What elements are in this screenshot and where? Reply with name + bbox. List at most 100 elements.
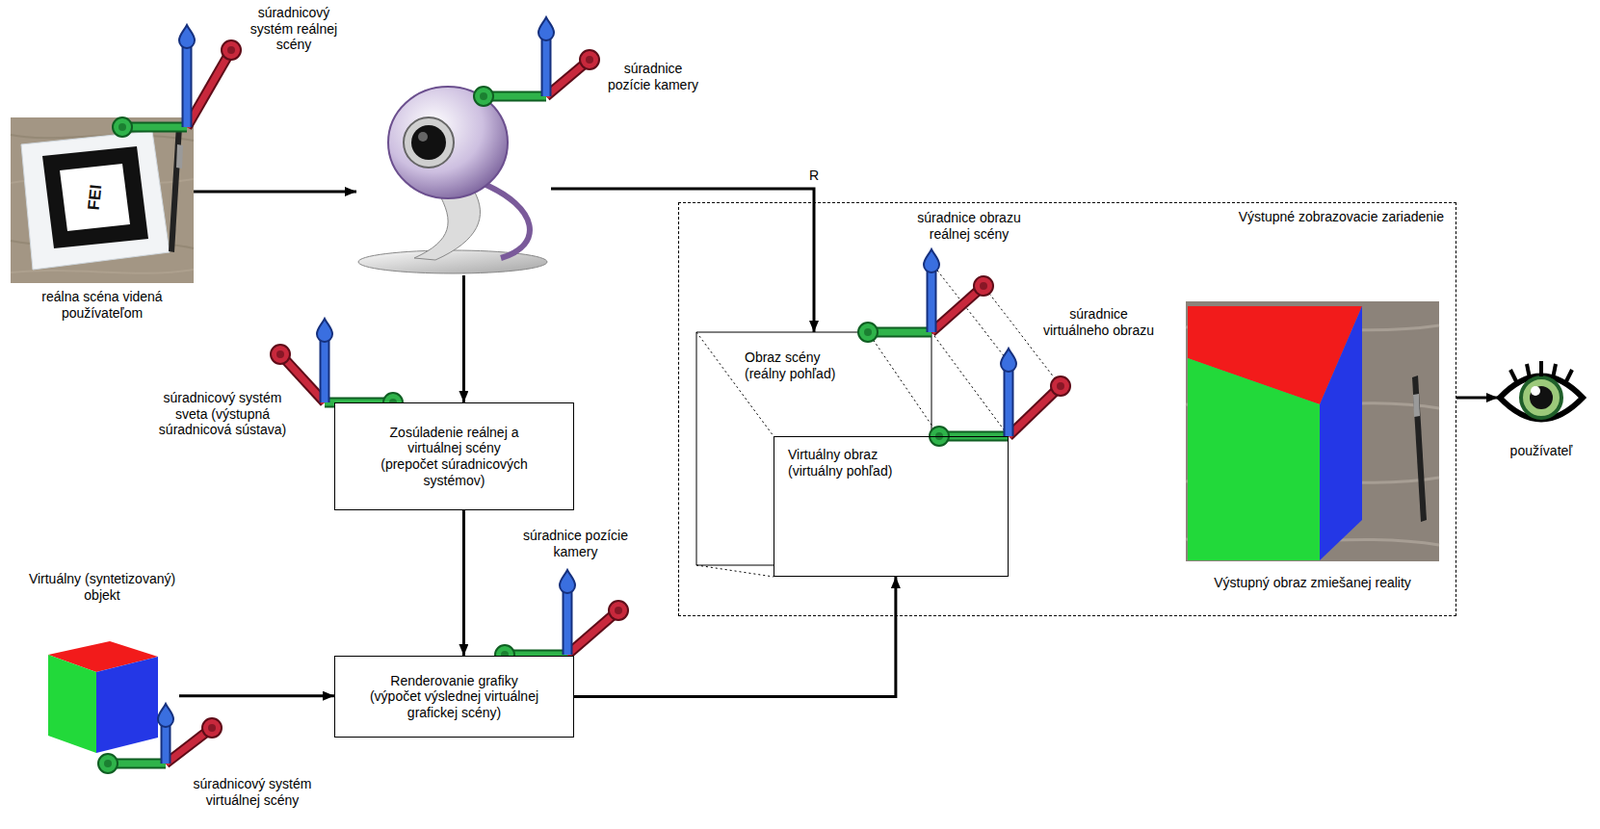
connector-arrow [550,188,814,333]
axis-head [276,350,285,359]
axis-shaft [1008,392,1055,437]
coordinate-axes [112,25,241,137]
axis-shaft [319,338,331,403]
eye-icon [1526,364,1530,379]
coordinate-axes [929,348,1071,446]
scene-photo-image [10,117,194,284]
axis-shaft [875,329,932,337]
scene-photo-image [10,269,194,274]
axis-head [118,123,127,132]
axis-head [585,55,594,64]
webcam: súradnice pozície kamery [356,76,551,276]
axis-head [864,328,872,337]
process-box: Renderovanie grafiky(výpočet výslednej v… [334,655,575,738]
scene-photo-image [42,146,149,249]
axis-shaft [130,122,187,133]
eye-icon [1530,386,1541,396]
axis-head [221,40,241,60]
scene-photo-image [176,144,184,169]
user-eye: používateľ [1497,354,1585,460]
axis-shaft [165,733,207,764]
coordinate-axes [858,249,994,342]
node-text: Obraz scény (reálny pohľad) [744,349,851,382]
scene-photo-image [21,131,170,270]
axis-head [559,570,576,594]
axis-label: súradnicový systém virtuálnej scény [189,776,315,809]
axis-shaft [543,36,551,97]
axis-shaft [541,36,552,97]
edge-label: R [807,167,821,184]
node-text: Virtuálny (syntetizovaný) objekt [25,571,180,604]
axis-head [614,606,623,615]
axis-head [227,46,236,54]
node-text: Výstupný obraz zmiešanej reality [1185,575,1440,592]
axis-head [1000,348,1017,372]
node-text: Zosúladenie reálnej a virtuálnej scény [389,424,520,457]
scene-photo-image [59,163,131,232]
axis-shaft [567,615,613,656]
axis-head [923,249,940,273]
axis-shaft [162,723,170,764]
axis-head [479,92,488,101]
axis-shaft [931,290,978,333]
axis-shaft [182,44,193,128]
image-planes [696,565,774,578]
coordinate-axes [98,704,222,774]
webcam-image [358,250,548,274]
axis-label: súradnice obrazu reálnej scény [906,209,1032,242]
connector-arrow [1456,396,1498,400]
process-box: Zosúladenie reálnej a virtuálnej scény(p… [334,402,575,511]
axis-shaft [1005,367,1013,437]
coordinate-axes [473,17,600,106]
axis-head [973,276,994,296]
scene-photo: reálna scéna videná používateľom [10,117,194,321]
axis-shaft [130,124,187,132]
virtual-image-plane: Virtuálny obraz (virtuálny pohľad) [773,436,1009,578]
image-planes [696,332,774,437]
connector-arrow [574,577,896,698]
axis-shaft [115,760,166,768]
eye-icon [1539,361,1544,377]
scene-photo-image [168,125,183,253]
mixed-reality-image [1319,306,1363,561]
mixed-reality-image [1412,375,1427,523]
axis-label: súradnice pozície kamery [515,527,636,560]
node-text: súradnice pozície kamery [604,60,702,93]
axis-shaft [491,91,547,103]
axis-shaft [546,64,584,97]
webcam-image [358,86,548,274]
node-text: (výpočet výslednej virtuálnej grafickej … [365,688,544,721]
webcam-image [403,117,454,168]
axis-shaft [875,327,932,339]
mixed-reality-image [1185,301,1440,562]
axis-shaft [183,44,191,128]
virtual-cube [48,655,97,754]
axis-head [1050,376,1071,396]
image-planes [696,262,1061,578]
connector-arrow [462,275,466,403]
axis-shaft [926,268,938,333]
axis-head [112,117,132,137]
node-text: reálna scéna videná používateľom [25,288,180,321]
axis-head [538,17,554,41]
node-text: Renderovanie grafiky [377,673,532,690]
axis-shaft [115,759,166,770]
axis-shaft [165,733,207,764]
node-text: (prepočet súradnicových systémov) [372,456,537,489]
eye-icon [1565,369,1573,384]
axis-shaft [564,589,572,656]
eye-icon [1499,361,1583,420]
coordinate-axes [495,570,629,665]
image-planes [931,262,1009,363]
eye-icon [1529,386,1553,410]
node-text: používateľ [1497,443,1585,460]
connector-arrow [462,510,466,656]
axis-shaft [186,56,228,128]
axis-head [979,282,988,290]
node-text: Virtuálny obraz (virtuálny pohľad) [787,446,923,479]
virtual-cube [96,656,158,754]
node-text: Výstupné zobrazovacie zariadenie [1154,209,1444,226]
connector-arrow [193,190,357,194]
axis-shaft [491,93,547,101]
